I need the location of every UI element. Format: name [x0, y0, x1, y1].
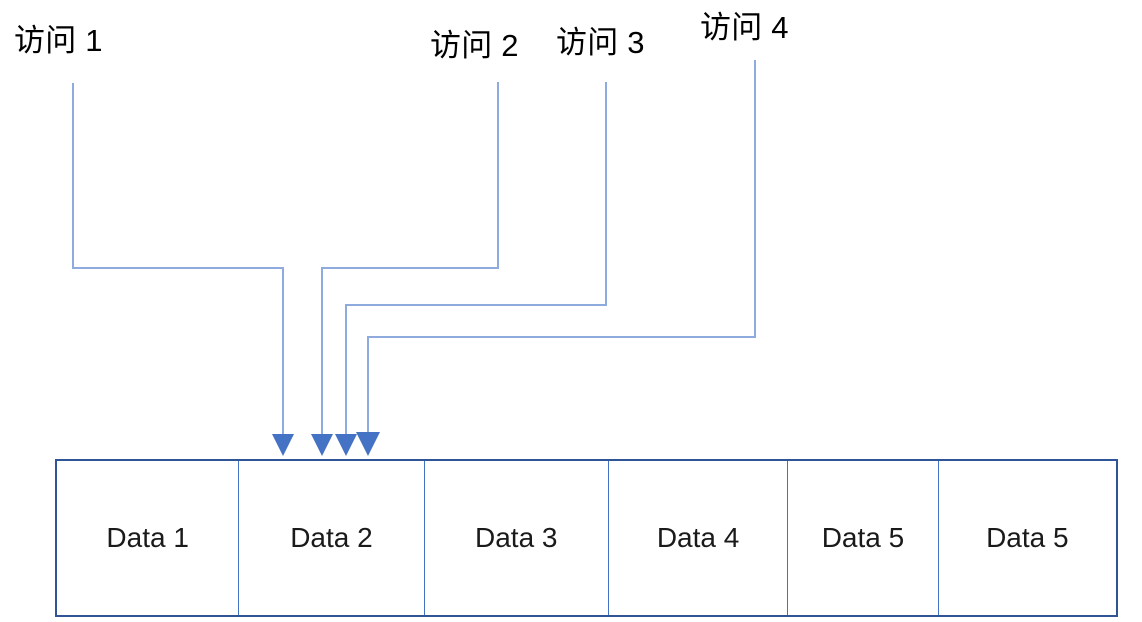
arrow-head-2 — [311, 434, 333, 456]
data-cell: Data 3 — [425, 461, 609, 615]
connector-access-2 — [311, 82, 499, 456]
connector-access-1 — [72, 83, 294, 456]
data-cell: Data 2 — [239, 461, 425, 615]
data-array-table: Data 1 Data 2 Data 3 Data 4 Data 5 Data … — [55, 459, 1118, 617]
arrow-head-1 — [272, 434, 294, 456]
arrow-head-3 — [335, 434, 357, 456]
connector-path-1 — [72, 83, 284, 437]
access-label-2: 访问 2 — [430, 28, 519, 63]
data-cell: Data 5 — [788, 461, 939, 615]
access-label-3: 访问 3 — [556, 25, 645, 60]
access-label-1: 访问 1 — [14, 23, 103, 58]
arrow-head-4 — [356, 432, 380, 456]
connector-path-4 — [367, 60, 756, 437]
access-label-4: 访问 4 — [700, 10, 789, 45]
connector-path-3 — [345, 82, 607, 437]
data-cell: Data 1 — [57, 461, 240, 615]
connector-access-3 — [335, 82, 607, 456]
connector-path-2 — [321, 82, 499, 437]
connector-access-4 — [356, 60, 756, 456]
data-cell: Data 4 — [609, 461, 789, 615]
data-cell: Data 5 — [986, 522, 1069, 553]
